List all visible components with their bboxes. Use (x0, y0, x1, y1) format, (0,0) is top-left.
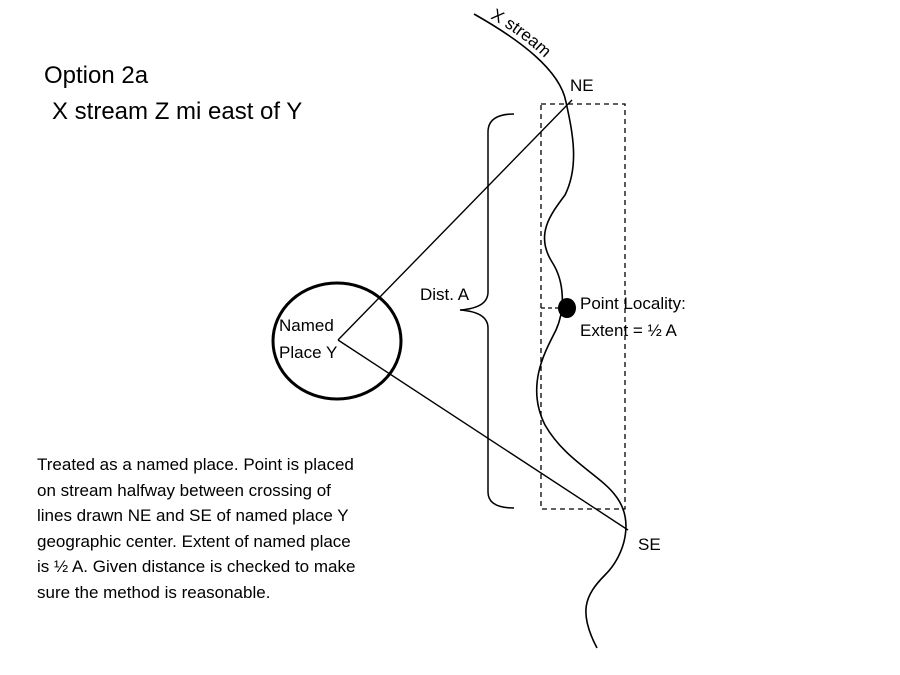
description-line: geographic center. Extent of named place (37, 531, 351, 551)
description-line: is ½ A. Given distance is checked to mak… (37, 557, 356, 576)
distance-brace (459, 113, 515, 509)
stream-line (473, 13, 627, 649)
named-place-label-line-2: Place Y (279, 343, 338, 362)
description-line: Treated as a named place. Point is place… (37, 455, 354, 474)
named-place-circle (271, 281, 403, 401)
se-label: SE (638, 535, 661, 554)
point-locality-label-line-2: Extent = ½ A (580, 321, 677, 340)
page-title-line-1: Option 2a (44, 62, 149, 89)
point-locality-label-line-1: Point Locality: (580, 294, 686, 313)
description-line: on stream halfway between crossing of (37, 480, 331, 500)
point-locality-marker (558, 298, 576, 318)
stream-label: X stream (488, 5, 555, 61)
named-place-label-line-1: Named (279, 316, 334, 335)
page-title-line-2: X stream Z mi east of Y (52, 98, 303, 125)
se-line (337, 339, 629, 531)
description-line: sure the method is reasonable. (37, 582, 271, 602)
description-line: lines drawn NE and SE of named place Y (37, 506, 349, 525)
ne-line (337, 99, 573, 341)
description-text: Treated as a named place. Point is place… (37, 452, 437, 605)
ne-label: NE (570, 76, 594, 95)
dashed-extent-box (540, 103, 626, 510)
distance-label: Dist. A (420, 285, 470, 304)
